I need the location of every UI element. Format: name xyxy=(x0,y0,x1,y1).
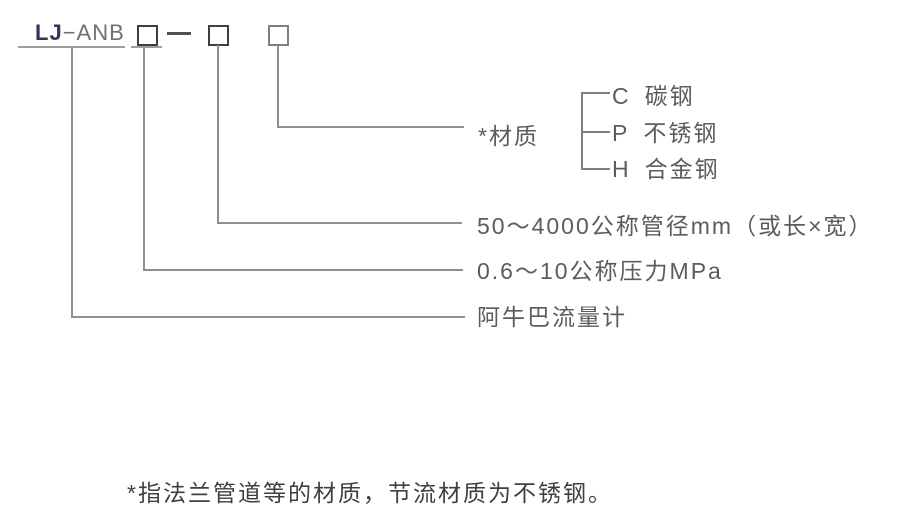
product-label: 阿牛巴流量计 xyxy=(477,304,627,330)
material-label: *材质 xyxy=(478,123,539,149)
material-code-box xyxy=(268,25,289,46)
footnote: *指法兰管道等的材质，节流材质为不锈钢。 xyxy=(127,480,613,506)
pressure-code-box xyxy=(137,25,158,46)
model-code-text: LJ−ANB xyxy=(35,20,125,46)
material-bracket-tick-p xyxy=(581,131,610,133)
material-option-carbon-steel: C 碳钢 xyxy=(612,84,695,108)
code-underline-main xyxy=(18,46,125,48)
material-option-code: C xyxy=(612,83,631,109)
diameter-connector-horizontal xyxy=(217,222,462,224)
product-connector-vertical xyxy=(71,48,73,318)
model-code-suffix: −ANB xyxy=(62,20,125,45)
material-option-code: H xyxy=(612,156,631,182)
code-separator-dash xyxy=(167,32,191,35)
code-underline-box1 xyxy=(131,46,162,48)
material-option-code: P xyxy=(612,120,630,146)
pressure-label: 0.6～10公称压力MPa xyxy=(477,258,723,284)
material-connector-vertical xyxy=(277,45,279,128)
material-option-name: 不锈钢 xyxy=(643,120,719,146)
model-code-prefix: LJ xyxy=(35,20,63,45)
pressure-connector-horizontal xyxy=(143,269,463,271)
material-bracket-tick-c xyxy=(581,92,610,94)
diameter-code-box xyxy=(208,25,229,46)
diameter-label: 50～4000公称管径mm（或长×宽） xyxy=(477,213,874,239)
pressure-connector-vertical xyxy=(143,48,145,271)
diameter-connector-vertical xyxy=(217,45,219,224)
material-option-name: 碳钢 xyxy=(644,83,695,109)
material-option-name: 合金钢 xyxy=(644,156,720,182)
material-connector-horizontal xyxy=(277,126,464,128)
material-option-stainless-steel: P 不锈钢 xyxy=(612,121,718,145)
product-connector-horizontal xyxy=(71,316,465,318)
material-bracket-tick-h xyxy=(581,168,610,170)
material-option-alloy-steel: H 合金钢 xyxy=(612,157,720,181)
